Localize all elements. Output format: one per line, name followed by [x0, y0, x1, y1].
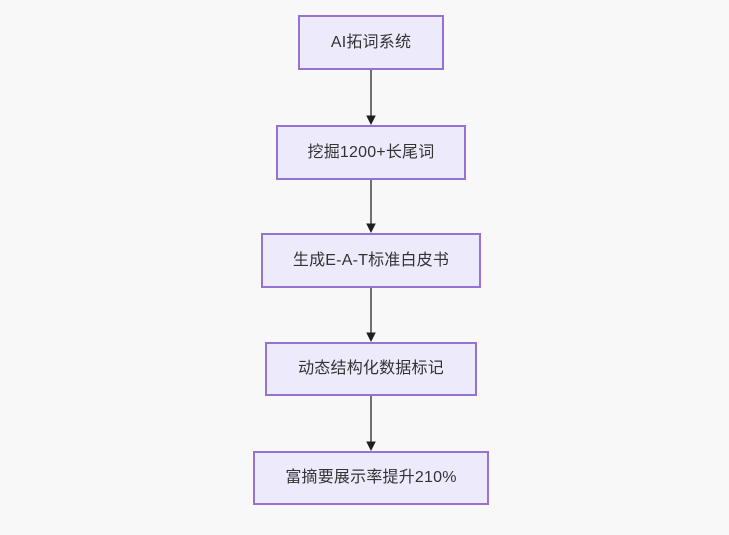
- flowchart-node-label: 生成E-A-T标准白皮书: [292, 251, 450, 269]
- flowchart-node-n4[interactable]: 动态结构化数据标记: [265, 342, 477, 396]
- flowchart-node-label: 挖掘1200+长尾词: [307, 143, 435, 161]
- flowchart-node-n5[interactable]: 富摘要展示率提升210%: [253, 451, 489, 505]
- edge-n3-n4: [366, 288, 376, 342]
- flowchart-node-label: 富摘要展示率提升210%: [285, 469, 457, 487]
- flowchart-node-label: 动态结构化数据标记: [298, 360, 444, 378]
- flowchart-node-n1[interactable]: AI拓词系统: [298, 15, 444, 70]
- flowchart-node-label: AI拓词系统: [330, 33, 412, 51]
- flowchart-node-n2[interactable]: 挖掘1200+长尾词: [276, 125, 466, 180]
- edge-n2-n3: [366, 180, 376, 233]
- flowchart-node-n3[interactable]: 生成E-A-T标准白皮书: [261, 233, 481, 288]
- edge-n1-n2: [366, 70, 376, 125]
- edge-n4-n5: [366, 396, 376, 451]
